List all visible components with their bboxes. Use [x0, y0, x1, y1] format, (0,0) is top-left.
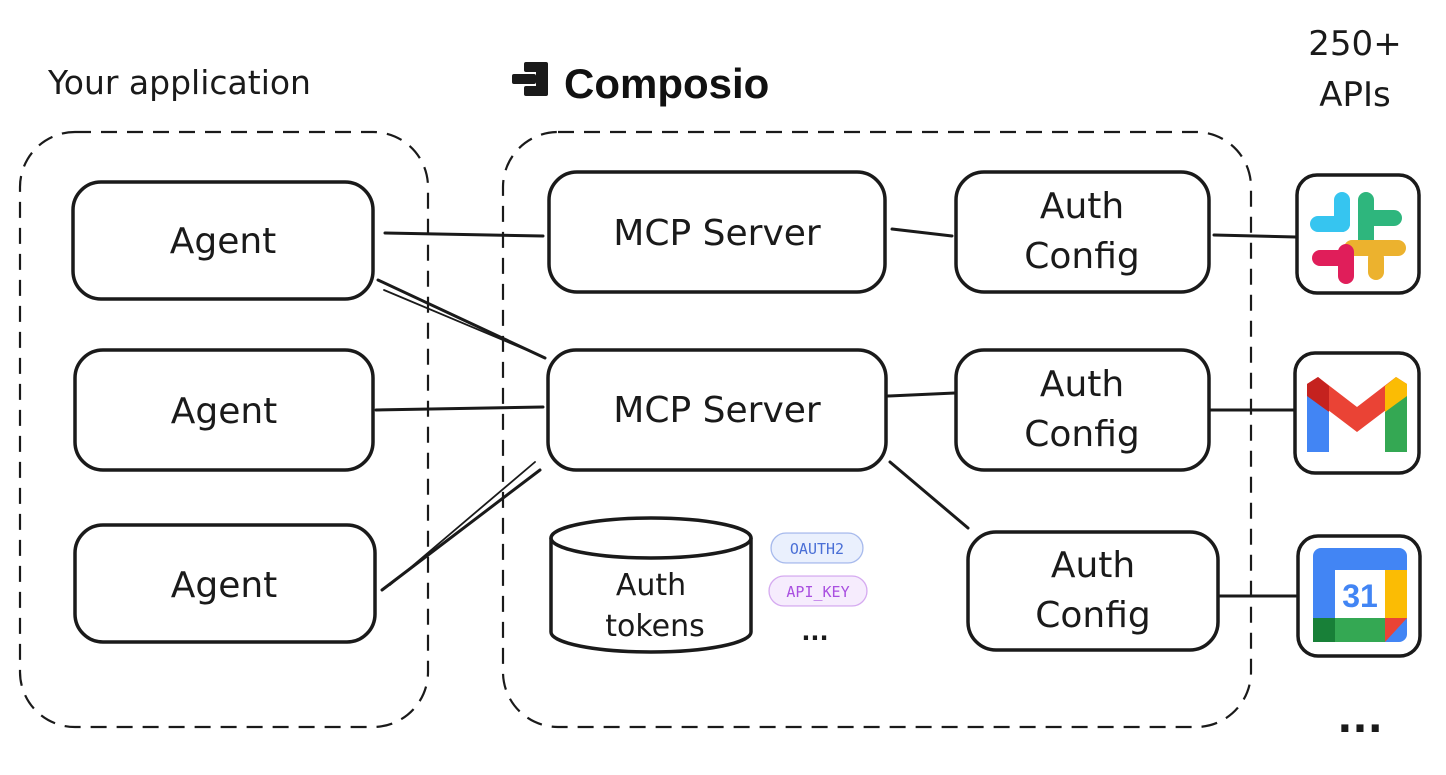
api-key-badge-bg: [768, 575, 868, 607]
mcp-server-box-2: MCP Server: [546, 348, 888, 472]
token-types-ellipsis: ...: [801, 618, 828, 646]
your-application-group: [18, 130, 430, 729]
auth-config-box-3: Auth Config: [966, 530, 1220, 652]
connector-mcp1-auth1: [890, 227, 954, 238]
mcp-server-box-1: MCP Server: [547, 170, 887, 294]
agent-label: Agent: [171, 565, 278, 606]
connector-mcp2-auth3: [888, 460, 970, 530]
gmail-icon: [1307, 377, 1407, 452]
apis-count-label: 250+: [1308, 24, 1401, 64]
auth-config-box-2: Auth Config: [954, 348, 1211, 472]
connector-agent1-mcp2: [376, 278, 547, 360]
auth-config-box-1: Auth Config: [954, 170, 1211, 294]
gmail-app-tile: [1293, 351, 1421, 475]
more-apis-ellipsis: ...: [1337, 696, 1383, 742]
auth-config-label-line2: Config: [1024, 236, 1140, 277]
auth-config-label-line2: Config: [1024, 414, 1140, 455]
agent-box-3: Agent: [73, 523, 377, 644]
api-key-badge: API_KEY: [768, 575, 868, 607]
agent-label: Agent: [171, 391, 278, 432]
oauth2-badge-bg: [770, 532, 864, 564]
auth-config-label-line2: Config: [1035, 595, 1151, 636]
mcp-server-label: MCP Server: [613, 390, 821, 431]
auth-tokens-label-line1: Auth: [616, 568, 686, 603]
connector-auth1-slack: [1212, 233, 1298, 239]
google-calendar-app-tile: 31: [1296, 534, 1422, 658]
oauth2-badge: OAUTH2: [770, 532, 864, 564]
auth-config-label-line1: Auth: [1040, 186, 1124, 227]
auth-tokens-database: Auth tokens: [549, 516, 753, 654]
apis-label: APIs: [1319, 75, 1391, 115]
composio-group: [501, 130, 1253, 729]
slack-app-tile: [1295, 173, 1421, 295]
mcp-server-label: MCP Server: [613, 213, 821, 254]
oauth2-badge-label: OAUTH2: [790, 540, 844, 558]
auth-config-label-line1: Auth: [1051, 545, 1135, 586]
slack-icon: [1310, 192, 1406, 284]
composio-brand-name: Composio: [564, 60, 769, 107]
agent-box-1: Agent: [71, 180, 375, 301]
auth-tokens-label-line2: tokens: [605, 609, 705, 644]
agent-box-2: Agent: [73, 348, 375, 472]
auth-config-label-line1: Auth: [1040, 364, 1124, 405]
google-calendar-icon: 31: [1313, 548, 1407, 642]
connectors: [374, 227, 1298, 598]
composio-logo-icon: [512, 62, 548, 96]
connector-mcp2-auth2: [886, 391, 957, 398]
agent-label: Agent: [170, 221, 277, 262]
connector-agent1-mcp1: [383, 231, 545, 238]
connector-agent2-mcp2: [374, 405, 545, 412]
api-key-badge-label: API_KEY: [786, 583, 849, 601]
calendar-day-number: 31: [1342, 578, 1378, 614]
your-application-title: Your application: [47, 63, 311, 102]
